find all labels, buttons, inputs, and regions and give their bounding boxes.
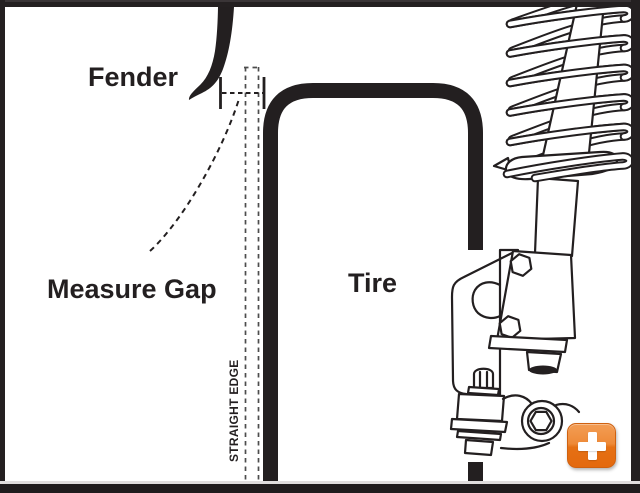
tire-label: Tire <box>348 268 397 298</box>
gap-measurement <box>149 77 266 252</box>
fender-edge <box>188 7 234 100</box>
ball-joint-stack <box>449 367 509 457</box>
strut-tube <box>533 176 580 258</box>
damper-rod <box>537 2 606 175</box>
plus-icon <box>577 431 606 460</box>
control-arm <box>499 394 581 451</box>
strut-assembly <box>449 0 631 457</box>
hex-nut <box>529 410 553 432</box>
zoom-expand-button[interactable] <box>567 423 616 468</box>
tire-edge-bottom-segment <box>468 462 483 482</box>
steering-knuckle <box>450 248 577 398</box>
knuckle-lobe <box>471 281 502 320</box>
balljoint-lip <box>529 365 557 375</box>
fender-label: Fender <box>88 62 179 92</box>
gap-pointer-dashed-curve <box>149 98 240 252</box>
tire-outline <box>263 83 483 482</box>
hex-bolt-upper <box>509 253 533 277</box>
straight-edge-label: STRAIGHT EDGE <box>227 359 241 462</box>
coil-spring <box>510 0 631 175</box>
hex-bolt-lower <box>498 315 522 339</box>
knuckle-base-plate <box>487 334 569 354</box>
measure-gap-label: Measure Gap <box>47 274 217 304</box>
straightedge-dashed-lines <box>244 66 260 480</box>
